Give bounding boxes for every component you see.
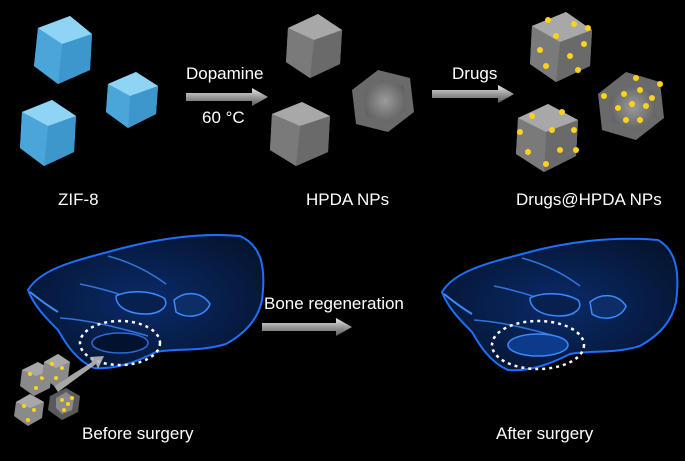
implant-particle-3 [14,394,44,426]
zif8-crystal-3 [20,100,76,166]
after-surgery-label: After surgery [496,424,594,443]
drugs-label: Drugs [452,64,498,83]
arrow-drugs [432,85,514,103]
temperature-label: 60 °C [202,108,245,127]
dopamine-label: Dopamine [186,64,264,83]
zif8-crystal-1 [34,16,92,84]
before-surgery-label: Before surgery [82,424,194,443]
implant-particle-2 [42,354,70,386]
hpda-label: HPDA NPs [306,190,390,209]
arrow-bone-regeneration [262,318,352,336]
hpda-hollow-shell [352,70,414,132]
implant-arrow [54,356,104,392]
drug-crystal-2 [516,104,579,172]
rat-skull-after [440,237,679,372]
defect-highlight-before [78,319,162,367]
implant-particle-4 [48,388,80,420]
rat-skull-before [26,233,265,370]
drug-hpda-label: Drugs@HPDA NPs [516,190,662,209]
arrow-dopamine [186,88,268,106]
drug-hollow-shell [598,72,664,140]
hpda-crystal-1 [286,14,342,78]
zif8-label: ZIF-8 [58,190,99,209]
defect-highlight-after [490,319,586,371]
bone-regeneration-label: Bone regeneration [264,294,404,313]
zif8-crystal-2 [106,72,158,128]
drug-crystal-1 [530,12,592,82]
hpda-crystal-2 [270,102,330,166]
